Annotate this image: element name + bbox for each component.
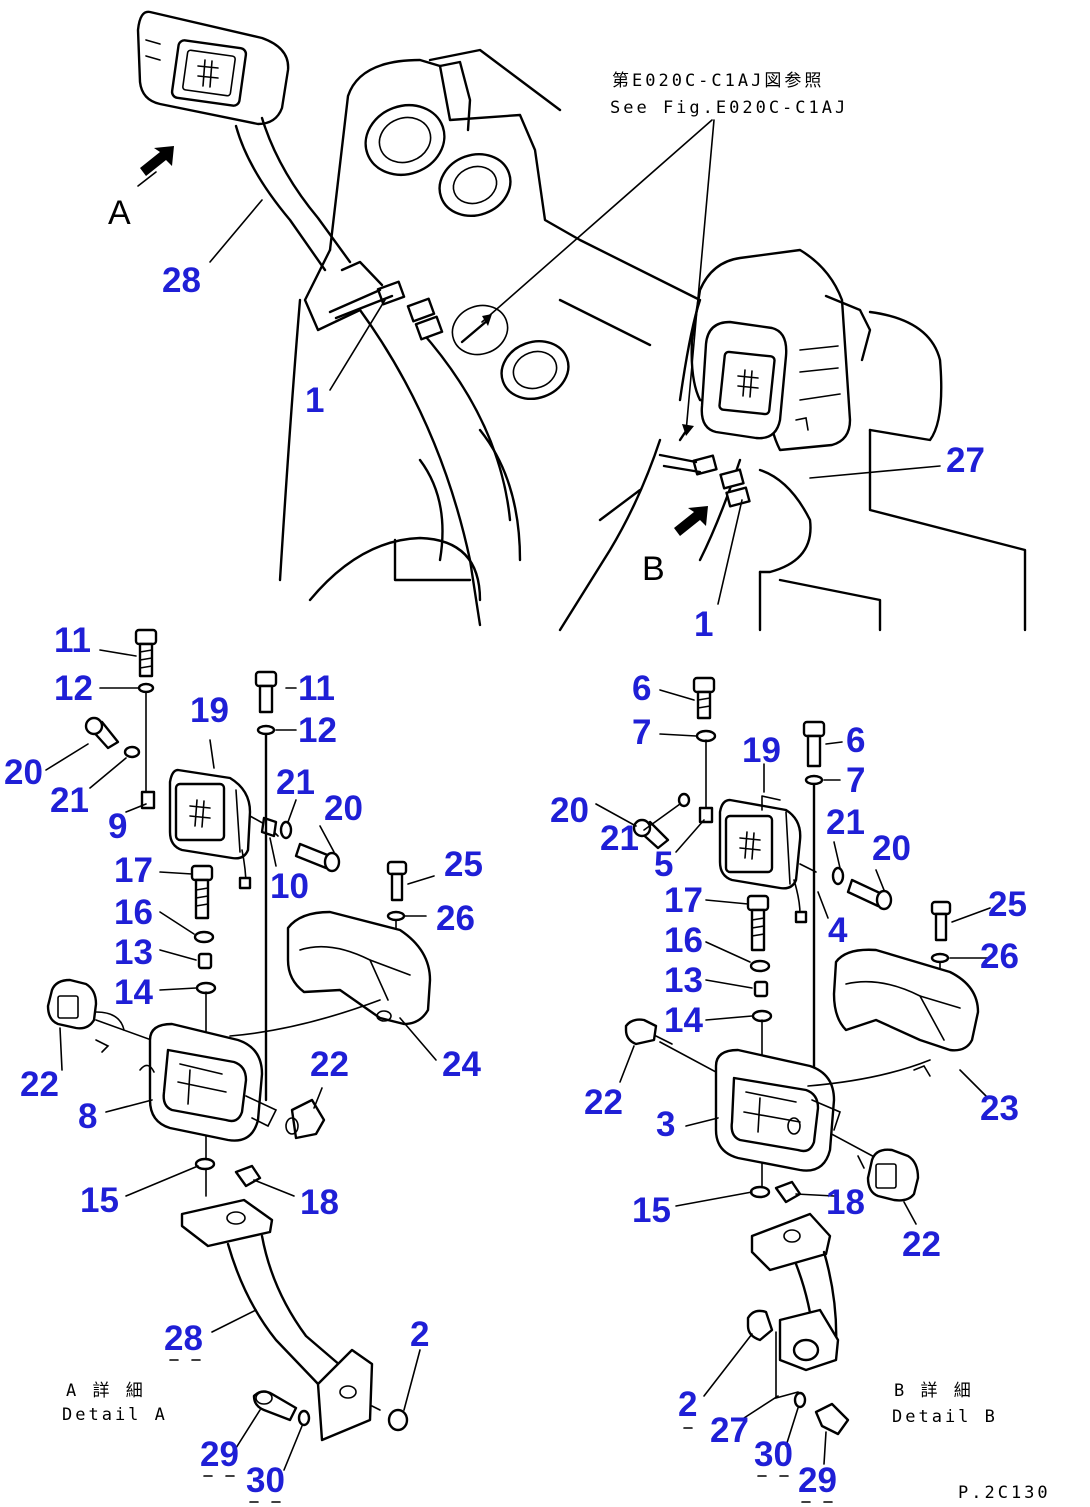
callout-10: 10 <box>270 867 309 906</box>
callout-17: 17 <box>664 881 703 920</box>
callout-21: 21 <box>600 819 639 858</box>
callout-29: 29 <box>798 1461 837 1500</box>
callout-12: 12 <box>54 669 93 708</box>
callout-11: 11 <box>298 669 335 708</box>
callout-18: 18 <box>300 1183 339 1222</box>
detail-b-caption-en: Detail B <box>892 1407 998 1427</box>
callout-numbers: 28 1 27 1 11 12 11 12 19 20 21 9 21 20 1… <box>4 261 1027 1500</box>
callout-22: 22 <box>20 1065 59 1104</box>
callout-12: 12 <box>298 711 337 750</box>
detail-b-caption-jp: B 詳 細 <box>894 1381 974 1401</box>
callout-13: 13 <box>664 961 703 1000</box>
callout-25: 25 <box>988 885 1027 924</box>
callout-13: 13 <box>114 933 153 972</box>
callout-25: 25 <box>444 845 483 884</box>
callout-3: 3 <box>656 1105 675 1144</box>
main-assembly-view: A B 第E020C-C1AJ図参照 See Fig.E020C-C1AJ <box>108 10 1027 632</box>
callout-17: 17 <box>114 851 153 890</box>
callout-23: 23 <box>980 1089 1019 1128</box>
view-label-a: A <box>108 194 131 232</box>
callout-15: 15 <box>632 1191 671 1230</box>
reference-note-jp: 第E020C-C1AJ図参照 <box>612 71 824 91</box>
callout-26: 26 <box>436 899 475 938</box>
callout-21: 21 <box>826 803 865 842</box>
callout-1: 1 <box>694 605 713 644</box>
callout-14: 14 <box>114 973 153 1012</box>
callout-11: 11 <box>54 621 91 660</box>
callout-28: 28 <box>162 261 201 300</box>
callout-18: 18 <box>826 1183 865 1222</box>
callout-19: 19 <box>742 731 781 770</box>
callout-4: 4 <box>828 911 848 950</box>
view-label-b: B <box>642 550 665 588</box>
callout-30: 30 <box>754 1435 793 1474</box>
reference-note-en: See Fig.E020C-C1AJ <box>610 98 848 118</box>
callout-22: 22 <box>584 1083 623 1122</box>
detail-b: B 詳 細 Detail B <box>595 676 998 1465</box>
callout-27: 27 <box>710 1411 749 1450</box>
callout-20: 20 <box>324 789 363 828</box>
callout-8: 8 <box>78 1097 97 1136</box>
callout-6: 6 <box>632 669 651 708</box>
callout-21: 21 <box>276 763 315 802</box>
callout-21: 21 <box>50 781 89 820</box>
callout-22: 22 <box>902 1225 941 1264</box>
callout-22: 22 <box>310 1045 349 1084</box>
callout-29: 29 <box>200 1435 239 1474</box>
figure-code: P.2C130 <box>958 1483 1051 1503</box>
callout-14: 14 <box>664 1001 703 1040</box>
callout-30: 30 <box>246 1461 285 1500</box>
callout-20: 20 <box>4 753 43 792</box>
callout-2: 2 <box>410 1315 429 1354</box>
callout-15: 15 <box>80 1181 119 1220</box>
callout-7: 7 <box>632 713 651 752</box>
callout-9: 9 <box>108 807 127 846</box>
callout-19: 19 <box>190 691 229 730</box>
callout-28: 28 <box>164 1319 203 1358</box>
detail-a-caption-jp: A 詳 細 <box>66 1381 146 1401</box>
callout-7: 7 <box>846 761 865 800</box>
callout-20: 20 <box>550 791 589 830</box>
callout-27: 27 <box>946 441 985 480</box>
callout-5: 5 <box>654 845 673 884</box>
callout-16: 16 <box>664 921 703 960</box>
detail-a: A 詳 細 Detail A <box>45 628 437 1471</box>
callout-6: 6 <box>846 721 865 760</box>
detail-a-caption-en: Detail A <box>62 1405 168 1425</box>
callout-1: 1 <box>305 381 324 420</box>
callout-24: 24 <box>442 1045 481 1084</box>
callout-2: 2 <box>678 1385 697 1424</box>
callout-20: 20 <box>872 829 911 868</box>
callout-16: 16 <box>114 893 153 932</box>
callout-26: 26 <box>980 937 1019 976</box>
